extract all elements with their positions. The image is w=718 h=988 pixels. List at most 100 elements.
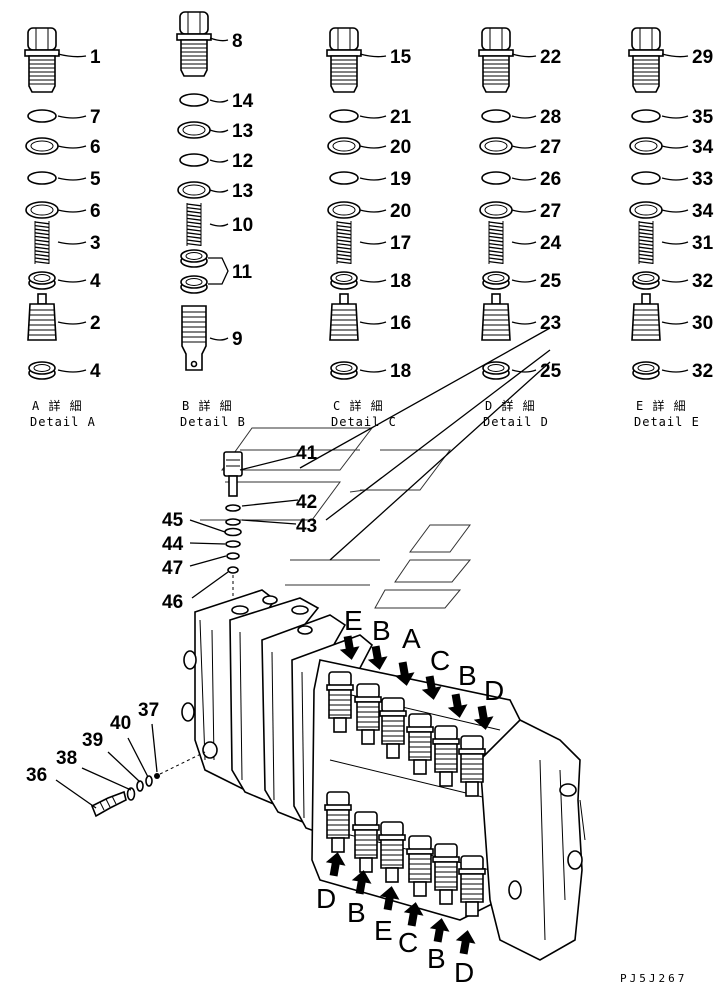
bottom-arrow-6-icon (455, 930, 476, 955)
top-arrow-1-icon (339, 635, 360, 660)
detail-a-part-4-icon (27, 171, 57, 185)
bottom-valve-1-icon (324, 791, 352, 853)
label-6: 6 (90, 137, 101, 158)
top-letter-1: E (344, 605, 363, 636)
bottom-valve-5-icon (432, 843, 460, 905)
label-39: 39 (82, 730, 103, 751)
label-44: 44 (162, 534, 184, 555)
top-letter-3: A (402, 623, 421, 654)
detail-e-part-6-icon (638, 221, 654, 265)
detail-b-part-4-icon (179, 153, 209, 167)
label-43: 43 (296, 516, 317, 537)
label-10: 10 (232, 215, 253, 236)
label-38: 38 (56, 748, 77, 769)
detail-d-part-5-icon (479, 201, 513, 219)
detail-d-part-6-icon (488, 221, 504, 265)
detail-a-caption-jp: A 詳 細 (32, 398, 83, 413)
label-42: 42 (296, 492, 317, 513)
detail-a-part-2-icon (27, 109, 57, 123)
detail-c-part-7-icon (330, 271, 358, 290)
label-15: 15 (390, 47, 412, 68)
top-valve-3-icon (379, 697, 407, 759)
label-13: 13 (232, 121, 253, 142)
label-21: 21 (390, 107, 412, 128)
detail-c-part-6-icon (336, 221, 352, 265)
label-33: 33 (692, 169, 713, 190)
label-17: 17 (390, 233, 411, 254)
detail-columns: 1765634248141312131011915212019201718161… (24, 11, 714, 382)
plug-assembly: 37 40 39 38 36 (26, 700, 206, 818)
label-9: 9 (232, 329, 243, 350)
detail-c-part-2-icon (329, 109, 359, 123)
detail-c-part-3-icon (327, 137, 361, 155)
detail-d-part-1-icon (478, 27, 514, 93)
detail-d-part-3-icon (479, 137, 513, 155)
label-26: 26 (540, 169, 561, 190)
label-2: 2 (90, 313, 101, 334)
bottom-letter-3: E (374, 915, 393, 946)
bottom-valve-3-icon (378, 821, 406, 883)
top-valve-6-icon (458, 735, 486, 797)
bottom-arrow-5-icon (429, 918, 450, 943)
label-18: 18 (390, 361, 411, 382)
bottom-arrow-2-icon (351, 870, 372, 895)
detail-d-caption-en: Detail D (483, 415, 549, 429)
detail-c-caption-en: Detail C (331, 415, 397, 429)
detail-e-part-9-icon (632, 361, 660, 380)
detail-e-part-4-icon (631, 171, 661, 185)
part-46-icon (227, 566, 239, 574)
detail-d-part-7-icon (482, 271, 510, 290)
bottom-arrow-4-icon (403, 902, 424, 927)
part-47-icon (226, 552, 240, 560)
detail-c-part-9-icon (330, 361, 358, 380)
detail-a-caption-en: Detail A (30, 415, 96, 429)
label-45: 45 (162, 510, 184, 531)
detail-e-caption-jp: E 詳 細 (636, 398, 687, 413)
bottom-valve-4-icon (406, 835, 434, 897)
label-3: 3 (90, 233, 101, 254)
part-43-icon (225, 518, 241, 526)
valve-caps-bottom (324, 791, 486, 917)
bottom-letter-6: D (454, 957, 474, 988)
label-25: 25 (540, 271, 562, 292)
bottom-letter-5: B (427, 943, 446, 974)
detail-b-part-5-icon (177, 181, 211, 199)
detail-d-part-8-icon (481, 293, 511, 341)
top-letter-5: B (458, 660, 477, 691)
detail-b-part-8-icon (181, 305, 207, 371)
part-42-icon (225, 504, 241, 512)
detail-b-caption-jp: B 詳 細 (182, 398, 233, 413)
top-arrow-4-icon (421, 675, 442, 700)
label-25: 25 (540, 361, 562, 382)
detail-d-caption-jp: D 詳 細 (485, 398, 536, 413)
label-13: 13 (232, 181, 253, 202)
top-valve-4-icon (406, 713, 434, 775)
part-39-icon (136, 780, 144, 792)
valve-caps-top (326, 671, 486, 797)
detail-e-part-5-icon (629, 201, 663, 219)
label-14: 14 (232, 91, 254, 112)
label-7: 7 (90, 107, 101, 128)
detail-a-part-8-icon (27, 293, 57, 341)
detail-b-part-3-icon (177, 121, 211, 139)
bottom-letter-2: B (347, 897, 366, 928)
label-47: 47 (162, 558, 183, 579)
part-38-icon (126, 787, 136, 801)
detail-c-part-5-icon (327, 201, 361, 219)
detail-a-part-3-icon (25, 137, 59, 155)
bottom-valve-2-icon (352, 811, 380, 873)
detail-e-part-2-icon (631, 109, 661, 123)
detail-d-part-9-icon (482, 361, 510, 380)
label-1: 1 (90, 47, 101, 68)
label-11: 11 (232, 262, 253, 283)
label-18: 18 (390, 271, 411, 292)
part-44-icon (225, 540, 241, 548)
relief-stack: 41 42 43 45 44 47 46 (162, 443, 318, 613)
label-35: 35 (692, 107, 714, 128)
label-37: 37 (138, 700, 159, 721)
detail-a-part-1-icon (24, 27, 60, 93)
label-27: 27 (540, 137, 561, 158)
